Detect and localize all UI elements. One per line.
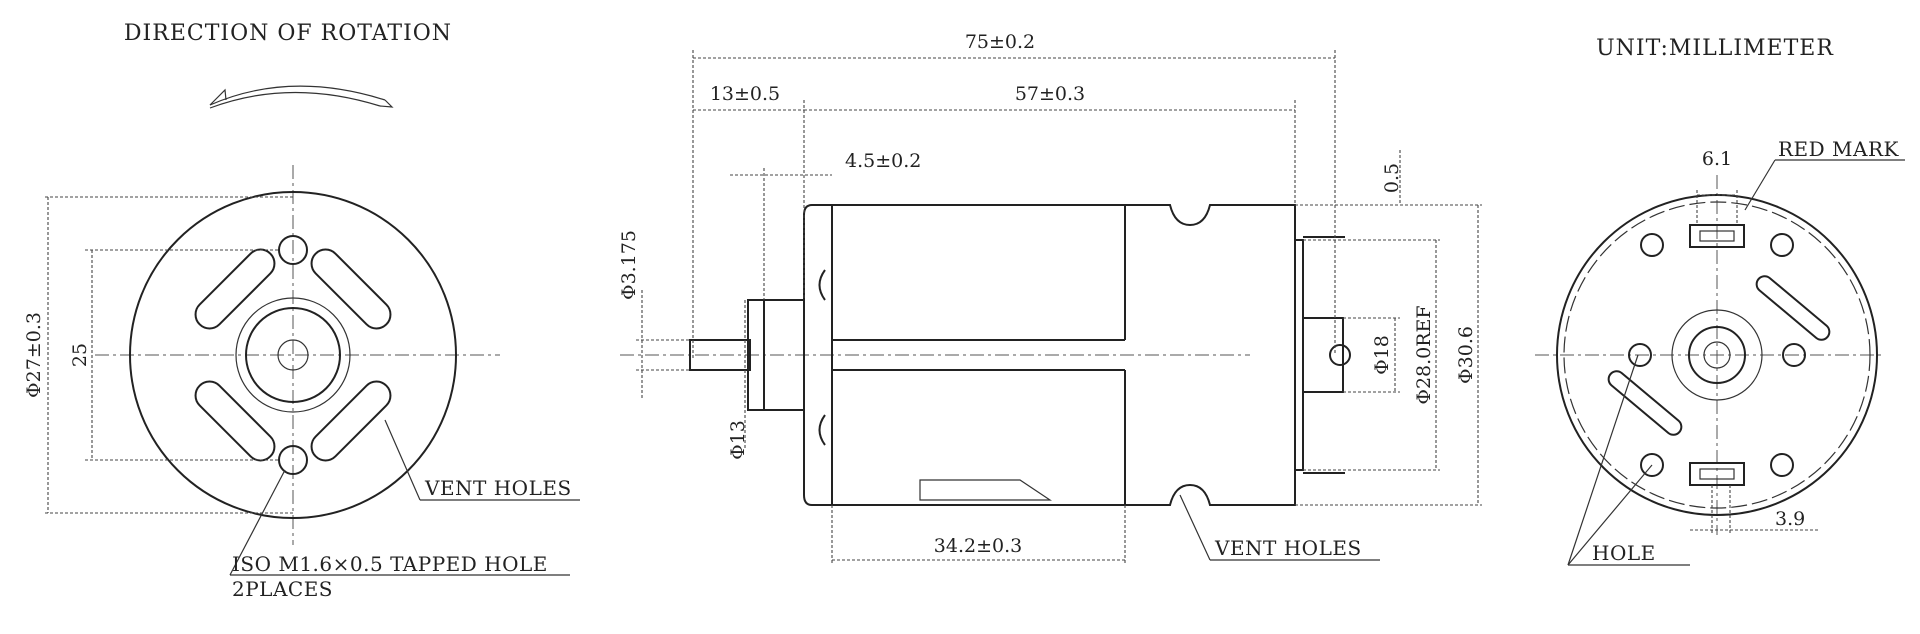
end-cap-plate — [1294, 239, 1304, 471]
front-vent-holes-label: VENT HOLES — [424, 476, 572, 500]
front-dia-label: Φ27±0.3 — [23, 312, 45, 398]
rear-inner-circle — [1563, 201, 1871, 509]
brush-dia-label: Φ18 — [1371, 335, 1393, 375]
tapped-hole-places: 2PLACES — [232, 577, 333, 601]
motor-can — [803, 204, 1296, 506]
end-cap-brush — [1302, 317, 1344, 393]
hole-spacing-label: 25 — [69, 343, 91, 367]
body-length-label: 57±0.3 — [1015, 83, 1085, 105]
rotation-title: DIRECTION OF ROTATION — [124, 21, 452, 46]
side-view: 75±0.2 13±0.5 57±0.3 4.5±0.2 Φ3.175 Φ13 … — [618, 31, 1482, 565]
boss-length-label: 4.5±0.2 — [845, 150, 921, 172]
front-boss-circle — [235, 297, 351, 413]
unit-title: UNIT:MILLIMETER — [1596, 36, 1834, 61]
front-vent-slots — [194, 248, 392, 462]
rear-view: UNIT:MILLIMETER 6.1 RED MARK — [1535, 36, 1905, 566]
tapped-hole-bottom — [278, 445, 308, 475]
end-cap-dia-label: Φ28.0REF — [1413, 305, 1435, 404]
rear-bearing-housing — [1671, 309, 1763, 401]
terminal-width-label: 6.1 — [1702, 148, 1732, 170]
rear-hole-4 — [1782, 343, 1806, 367]
front-boss-inner — [245, 307, 341, 403]
shaft — [689, 339, 751, 371]
rear-hole-5 — [1640, 453, 1664, 477]
end-cap-bearing — [1329, 344, 1351, 366]
rear-shaft — [1703, 341, 1731, 369]
tapped-hole-top — [278, 235, 308, 265]
front-outer-circle — [129, 191, 457, 519]
overall-length-label: 75±0.2 — [965, 31, 1035, 53]
rear-hole-3 — [1628, 343, 1652, 367]
side-vent-holes-label: VENT HOLES — [1214, 536, 1362, 560]
rear-vent-slot-1 — [1755, 275, 1831, 341]
rear-bearing — [1688, 326, 1746, 384]
shaft-dia-label: Φ3.175 — [618, 230, 640, 300]
rear-hole-1 — [1640, 233, 1664, 257]
offset-label: 0.5 — [1381, 163, 1403, 193]
body-dia-label: Φ30.6 — [1455, 326, 1477, 384]
red-mark-label: RED MARK — [1778, 137, 1900, 161]
hole-label: HOLE — [1592, 541, 1656, 565]
rear-vent-slot-2 — [1607, 370, 1683, 436]
tapped-hole-label: ISO M1.6×0.5 TAPPED HOLE — [232, 552, 548, 576]
rotation-arrow-icon — [209, 85, 394, 109]
terminal-top-icon — [1689, 224, 1745, 248]
front-view: DIRECTION OF ROTATION Φ27±0.3 — [23, 21, 580, 601]
front-shaft — [277, 339, 309, 371]
terminal-bottom-icon — [1689, 462, 1745, 486]
terminal-offset-label: 3.9 — [1775, 508, 1805, 530]
can-direction-arrow-icon — [919, 479, 1052, 501]
can-length-label: 34.2±0.3 — [934, 535, 1022, 557]
rear-hole-6 — [1770, 453, 1794, 477]
boss-dia-label: Φ13 — [727, 420, 749, 460]
rear-hole-2 — [1770, 233, 1794, 257]
shaft-length-label: 13±0.5 — [710, 83, 780, 105]
